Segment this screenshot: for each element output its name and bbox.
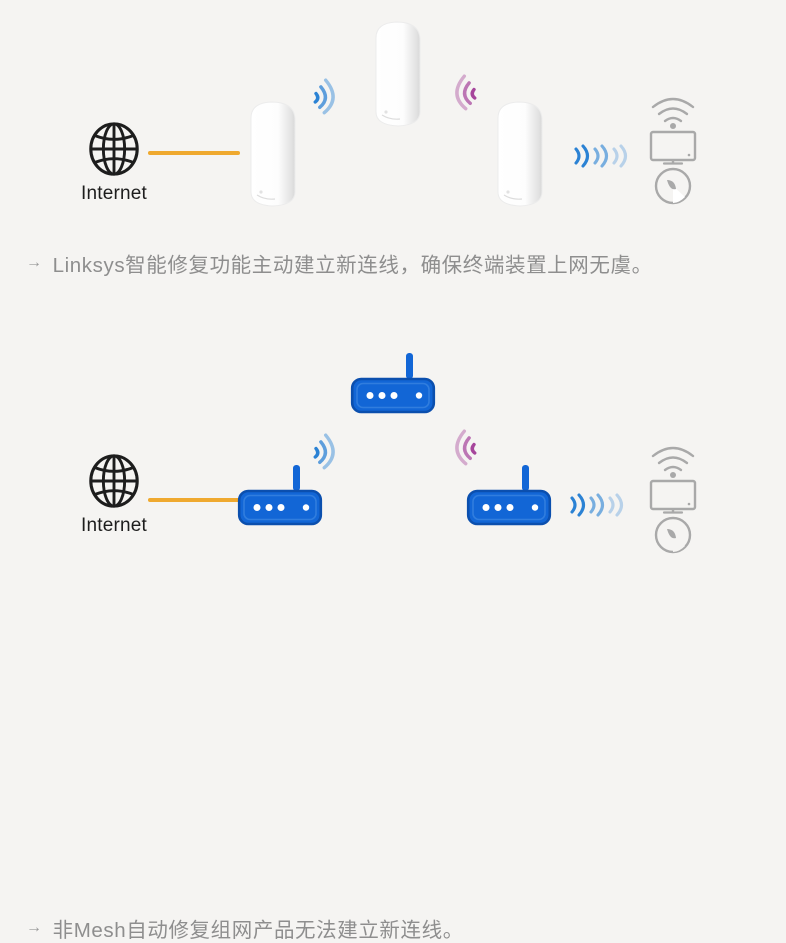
- mesh-caption-text: Linksys智能修复功能主动建立新连线，确保终端装置上网无虞。: [52, 254, 653, 277]
- robot-vacuum-icon: [651, 515, 695, 555]
- globe-icon: [68, 450, 160, 512]
- tv-icon: [649, 479, 697, 515]
- internet-node: Internet: [68, 450, 160, 537]
- nonmesh-caption: → 非Mesh自动修复组网产品无法建立新连线。: [26, 913, 464, 943]
- client-device-stack: [638, 445, 708, 555]
- internet-node: Internet: [68, 118, 160, 205]
- wifi-icon: [650, 445, 696, 479]
- wireless-link-right: [434, 417, 494, 471]
- wireless-link-left: [296, 66, 356, 120]
- caption-arrow-icon: →: [26, 919, 43, 936]
- mesh-topology-stage: Internet: [0, 0, 786, 235]
- wireless-link-client: [570, 138, 632, 174]
- tv-icon: [649, 130, 697, 166]
- caption-arrow-icon: →: [26, 254, 43, 271]
- nonmesh-topology-stage: Internet: [0, 325, 786, 560]
- mesh-caption: → Linksys智能修复功能主动建立新连线，确保终端装置上网无虞。: [26, 248, 653, 278]
- client-device-stack: [638, 96, 708, 206]
- wifi-icon: [650, 96, 696, 130]
- globe-icon: [68, 118, 160, 180]
- wired-link-internet: [148, 151, 240, 155]
- nonmesh-diagram-panel: Internet: [0, 325, 786, 942]
- velop-node-center: [370, 20, 430, 130]
- wireless-link-right: [434, 62, 494, 116]
- router-node-center: [350, 353, 436, 415]
- internet-label: Internet: [80, 183, 148, 204]
- nonmesh-caption-text: 非Mesh自动修复组网产品无法建立新连线。: [52, 919, 464, 942]
- wired-link-internet: [148, 498, 240, 502]
- internet-label: Internet: [80, 515, 148, 536]
- wireless-link-left: [296, 421, 356, 475]
- velop-node-right: [492, 100, 552, 210]
- robot-vacuum-icon: [651, 166, 695, 206]
- router-node-right: [466, 465, 552, 527]
- velop-node-left: [245, 100, 305, 210]
- wireless-link-client: [566, 487, 628, 523]
- router-node-left: [237, 465, 323, 527]
- mesh-diagram-panel: Internet: [0, 0, 786, 325]
